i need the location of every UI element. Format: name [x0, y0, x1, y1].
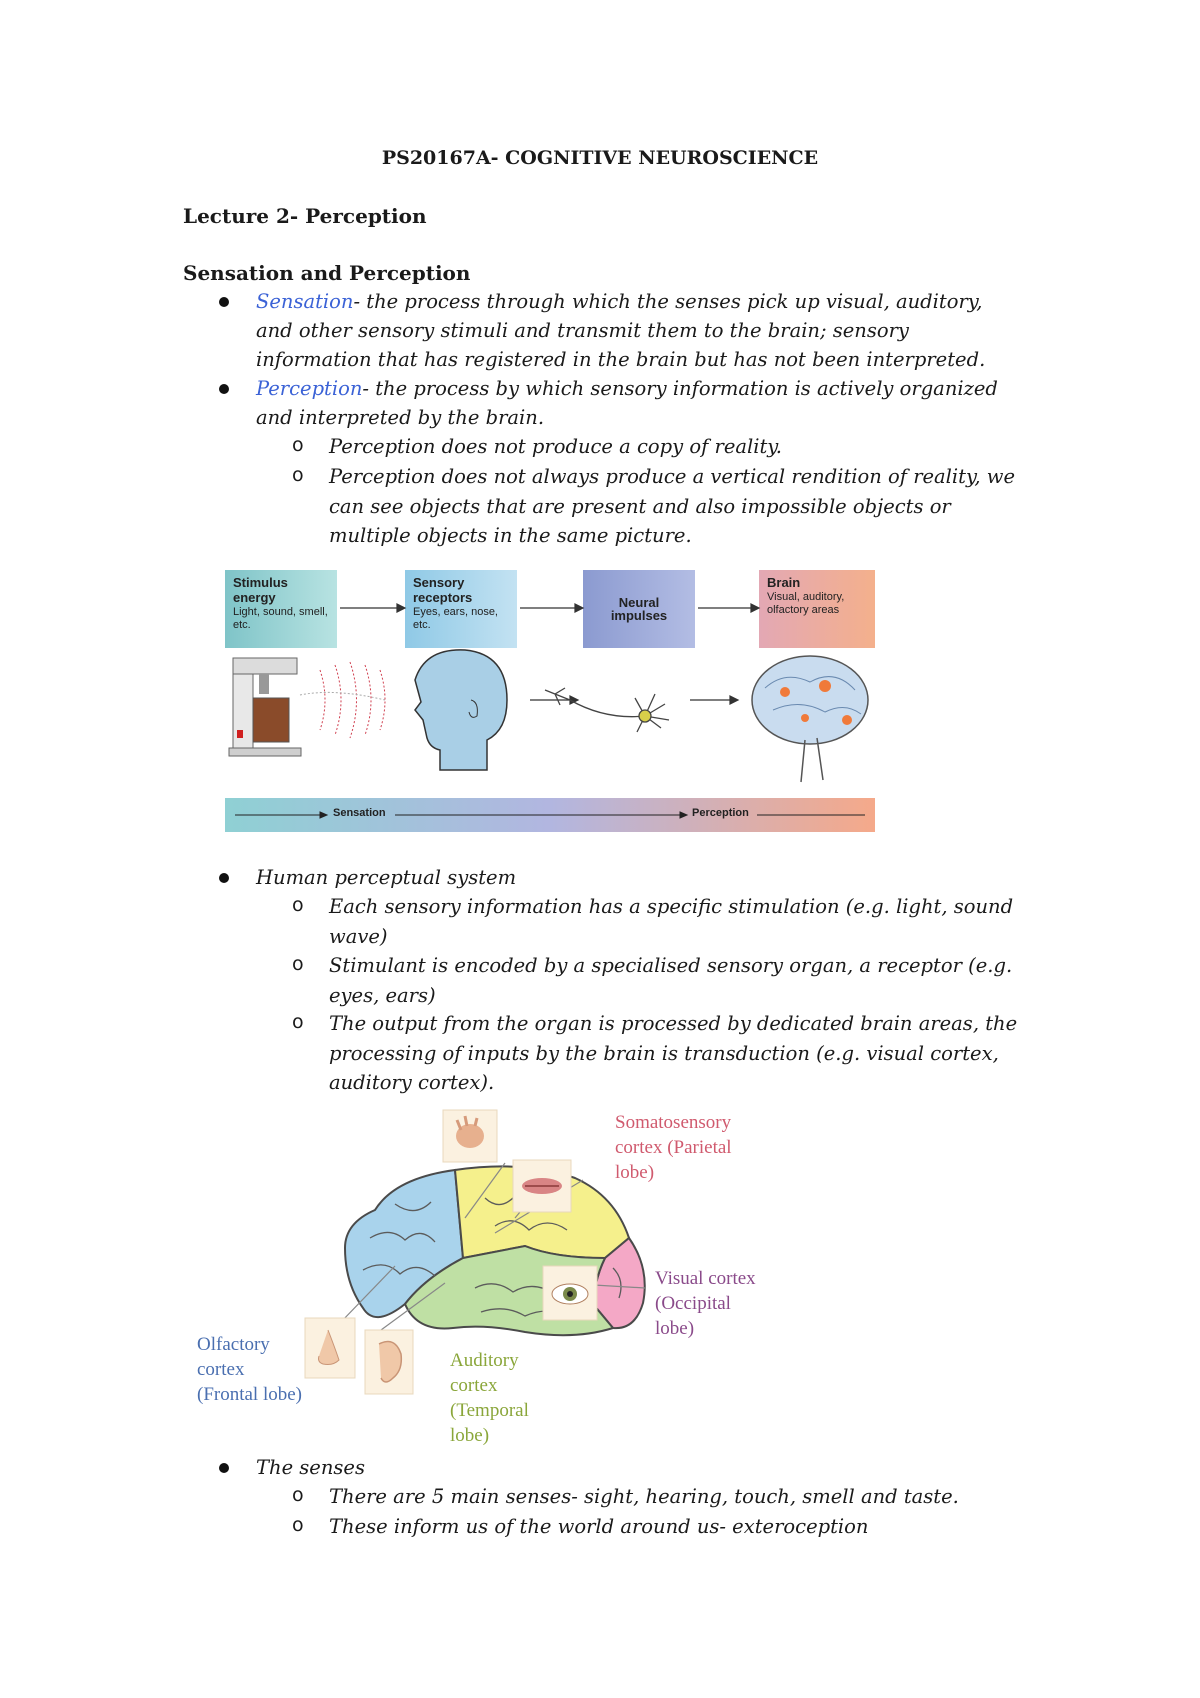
perception-text: - the process by which sensory informati… [362, 377, 998, 400]
sensation-term: Sensation [256, 290, 354, 313]
perception-line-1: Perception- the process by which sensory… [256, 377, 998, 400]
perception-line-2: and interpreted by the brain. [256, 406, 545, 429]
brain-box: Brain Visual, auditory, olfactory areas [759, 570, 875, 648]
human-sub-1-line-1: Each sensory information has a specific … [329, 895, 1014, 918]
bullet [219, 1463, 229, 1473]
sub-bullet: o [292, 464, 304, 486]
senses-sub-2: These inform us of the world around us- … [329, 1515, 869, 1538]
sound-wave-icon [299, 661, 386, 739]
human-sub-2-line-2: eyes, ears) [329, 984, 436, 1007]
hand-touch-icon [442, 1109, 498, 1163]
auditory-line-4: lobe) [450, 1425, 490, 1446]
frontal-lobe [343, 1168, 465, 1318]
human-sub-3-line-3: auditory cortex). [329, 1071, 495, 1094]
stimulus-energy-title: Stimulus energy [233, 575, 288, 605]
sensory-receptors-sub: Eyes, ears, nose, etc. [413, 606, 498, 631]
sub-bullet: o [292, 1011, 304, 1033]
coffee-machine-icon [228, 657, 302, 757]
visual-cortex-line-2: (Occipital [655, 1293, 731, 1314]
senses-sub-1: There are 5 main senses- sight, hearing,… [329, 1485, 959, 1508]
lecture-heading: Lecture 2- Perception [183, 204, 427, 228]
sensation-line-1: Sensation- the process through which the… [256, 290, 982, 313]
ear-hearing-icon [364, 1329, 414, 1395]
bullet [219, 297, 229, 307]
human-sub-2-line-1: Stimulant is encoded by a specialised se… [329, 954, 1013, 977]
somatosensory-line-1: Somatosensory [615, 1112, 732, 1133]
olfactory-cortex-label: Olfactory cortex (Frontal lobe) [197, 1332, 302, 1407]
perception-sub-1: Perception does not produce a copy of re… [329, 435, 782, 458]
somatosensory-label: Somatosensory cortex (Parietal lobe) [615, 1110, 732, 1185]
neural-impulses-title: Neural impulses [610, 595, 668, 623]
stimulus-energy-sub: Light, sound, smell, etc. [233, 606, 328, 631]
eye-vision-icon [542, 1265, 598, 1321]
somatosensory-line-3: lobe) [615, 1162, 655, 1183]
section-heading: Sensation and Perception [183, 261, 471, 285]
olfactory-line-2: cortex [197, 1359, 245, 1380]
visual-cortex-label: Visual cortex (Occipital lobe) [655, 1266, 756, 1341]
auditory-cortex-label: Auditory cortex (Temporal lobe) [450, 1348, 529, 1448]
bullet [219, 873, 229, 883]
olfactory-line-3: (Frontal lobe) [197, 1384, 303, 1405]
somatosensory-line-2: cortex (Parietal [615, 1137, 732, 1158]
neural-impulses-box: Neural impulses [583, 570, 695, 648]
human-sub-3-line-1: The output from the organ is processed b… [329, 1012, 1018, 1035]
sensory-receptors-title: Sensory receptors [413, 575, 473, 605]
olfactory-line-1: Olfactory [197, 1334, 270, 1355]
brain-illustration-icon [751, 655, 869, 783]
sub-bullet: o [292, 1484, 304, 1506]
auditory-line-2: cortex [450, 1375, 498, 1396]
perception-sub-2-line-1: Perception does not always produce a ver… [329, 465, 1016, 488]
perception-bar-label: Perception [692, 807, 749, 819]
senses-label: The senses [256, 1456, 365, 1479]
human-sub-3-line-2: processing of inputs by the brain is tra… [329, 1042, 999, 1065]
brain-sub: Visual, auditory, olfactory areas [767, 591, 845, 616]
nose-smell-icon [304, 1317, 356, 1379]
brain-title: Brain [767, 575, 801, 590]
head-icon [414, 649, 508, 771]
sub-bullet: o [292, 953, 304, 975]
perception-sub-2-line-2: can see objects that are present and als… [329, 495, 951, 518]
sub-bullet: o [292, 894, 304, 916]
human-sub-1-line-2: wave) [329, 925, 388, 948]
visual-cortex-line-1: Visual cortex [655, 1268, 756, 1289]
document-title: PS20167A- COGNITIVE NEUROSCIENCE [381, 147, 819, 169]
sensation-line-2: and other sensory stimuli and transmit t… [256, 319, 909, 342]
brain-lobes-figure: Somatosensory cortex (Parietal lobe) Vis… [195, 1108, 795, 1453]
stimulus-energy-box: Stimulus energy Light, sound, smell, etc… [225, 570, 337, 648]
sensation-bar-label: Sensation [333, 807, 386, 819]
sensation-line-3: information that has registered in the b… [256, 348, 986, 371]
sensation-text: - the process through which the senses p… [353, 290, 983, 313]
visual-cortex-line-3: lobe) [655, 1318, 695, 1339]
sub-bullet: o [292, 1514, 304, 1536]
auditory-line-1: Auditory [450, 1350, 519, 1371]
perception-term: Perception [256, 377, 363, 400]
perception-sub-2-line-3: multiple objects in the same picture. [329, 524, 692, 547]
bullet [219, 384, 229, 394]
brain-lobes-illustration [304, 1109, 646, 1395]
auditory-line-3: (Temporal [450, 1400, 529, 1421]
sensory-receptors-box: Sensory receptors Eyes, ears, nose, etc. [405, 570, 517, 648]
human-perceptual-label: Human perceptual system [256, 866, 517, 889]
figure-illustrations [225, 603, 875, 832]
mouth-taste-icon [512, 1159, 572, 1213]
sub-bullet: o [292, 434, 304, 456]
sensation-perception-figure: Stimulus energy Light, sound, smell, etc… [225, 570, 875, 835]
neuron-icon [544, 687, 670, 733]
